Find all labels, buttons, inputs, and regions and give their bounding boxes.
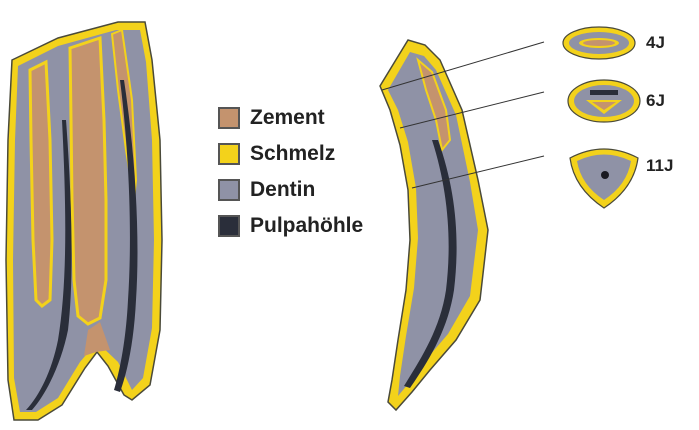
section-label-6j: 6J (646, 91, 665, 111)
legend-item-pulpahoehle: Pulpahöhle (218, 208, 363, 244)
legend-label: Schmelz (250, 142, 335, 166)
section-label-11j: 11J (646, 156, 673, 176)
legend-label: Pulpahöhle (250, 214, 363, 238)
pulpahoehle-swatch (218, 215, 240, 237)
dentin-swatch (218, 179, 240, 201)
legend-label: Zement (250, 106, 325, 130)
legend-item-zement: Zement (218, 100, 363, 136)
legend-label: Dentin (250, 178, 315, 202)
legend-item-dentin: Dentin (218, 172, 363, 208)
left-tooth-cement-2 (70, 38, 106, 324)
schmelz-swatch (218, 143, 240, 165)
right-tooth-section (380, 40, 488, 410)
left-tooth-cement-1 (30, 62, 52, 306)
cross-section-6j (568, 80, 640, 122)
legend-item-schmelz: Schmelz (218, 136, 363, 172)
section-label-4j: 4J (646, 33, 665, 53)
left-tooth-section (6, 22, 162, 420)
zement-swatch (218, 107, 240, 129)
cross-section-4j (563, 27, 635, 59)
legend: Zement Schmelz Dentin Pulpahöhle (218, 100, 363, 244)
cross-section-11j (570, 149, 638, 208)
